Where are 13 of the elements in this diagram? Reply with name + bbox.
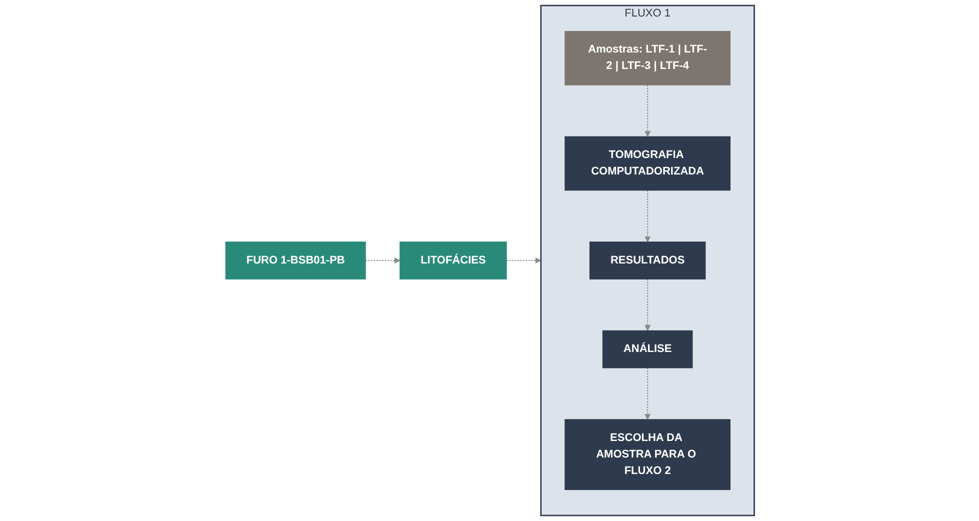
node-box: LITOFÁCIES: [399, 242, 506, 280]
node-box: RESULTADOS: [589, 242, 706, 280]
arrow: [644, 190, 650, 242]
node-box: Amostras: LTF-1 | LTF-2 | LTF-3 | LTF-4: [564, 30, 730, 86]
node-box: ESCOLHA DA AMOSTRA PARA O FLUXO 2: [564, 419, 730, 490]
arrow: [644, 368, 650, 420]
arrow: [644, 279, 650, 331]
arrow: [365, 257, 400, 264]
arrow: [506, 257, 541, 264]
node-box: TOMOGRAFIA COMPUTADORIZADA: [564, 136, 730, 191]
arrow: [644, 85, 650, 137]
node-box: ANÁLISE: [602, 330, 692, 368]
node-box: FURO 1-BSB01-PB: [224, 242, 366, 280]
